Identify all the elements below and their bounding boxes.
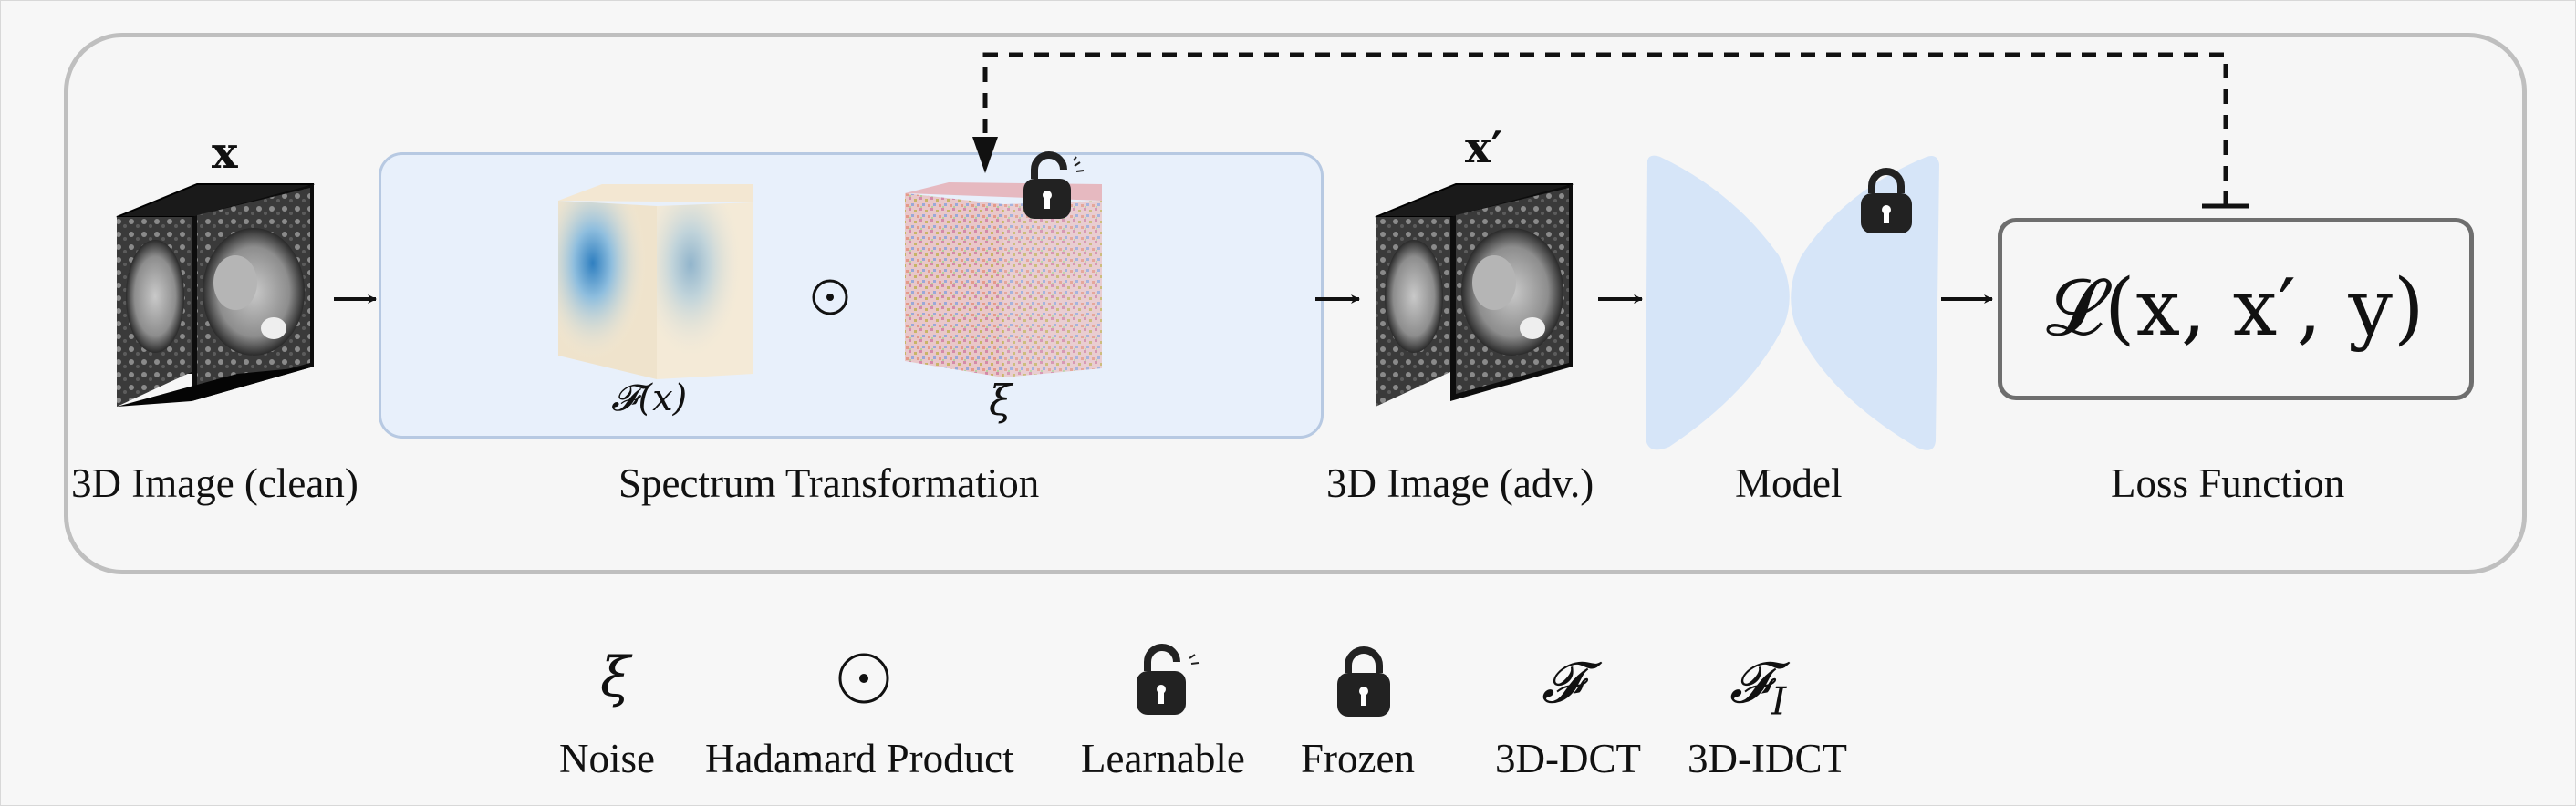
legend-idct-symbol: 𝓕I: [1729, 649, 1786, 723]
adv-ct-cube: [1375, 183, 1574, 407]
legend-learnable-lock-icon: [1137, 644, 1200, 715]
legend-idct-subscript: I: [1771, 678, 1787, 724]
legend-dct-label: 3D-DCT: [1495, 736, 1641, 781]
dct-caption: 𝓕(x): [611, 377, 688, 419]
clean-image-symbol: x: [212, 128, 238, 179]
feedback-arrow: [982, 52, 2228, 206]
legend-idct-label: 3D-IDCT: [1688, 736, 1847, 781]
feedback-arrowhead: [972, 137, 998, 173]
legend-hadamard-label: Hadamard Product: [705, 736, 1014, 781]
spectrum-label: Spectrum Transformation: [618, 460, 1040, 506]
hadamard-operator: [812, 279, 848, 315]
clean-ct-cube: [116, 183, 315, 407]
legend-learnable-label: Learnable: [1081, 736, 1245, 781]
frozen-lock-icon: [1861, 168, 1912, 233]
legend-noise-symbol: ξ: [600, 646, 631, 709]
legend-frozen-lock-icon: [1337, 646, 1390, 717]
noise-cube: [905, 182, 1102, 377]
loss-function-box: 𝓛(x, x′, y): [1998, 218, 2474, 400]
legend-frozen-label: Frozen: [1301, 736, 1415, 781]
legend-noise-label: Noise: [559, 736, 655, 781]
dct-spectrum-cube: [558, 184, 753, 379]
model-label: Model: [1735, 460, 1843, 506]
clean-image-label: 3D Image (clean): [71, 460, 358, 506]
loss-formula: 𝓛(x, x′, y): [2046, 263, 2425, 354]
learnable-lock-icon: [1023, 151, 1085, 219]
loss-function-label: Loss Function: [2111, 460, 2345, 506]
legend-idct-letter: 𝓕: [1729, 649, 1771, 716]
legend-dct-symbol: 𝓕: [1542, 649, 1584, 716]
adv-image-symbol: x′: [1465, 122, 1503, 173]
legend-hadamard-icon: [838, 653, 889, 704]
noise-caption: ξ: [989, 376, 1013, 425]
adv-image-label: 3D Image (adv.): [1326, 460, 1594, 506]
spectrum-transformation-box: [379, 152, 1324, 439]
